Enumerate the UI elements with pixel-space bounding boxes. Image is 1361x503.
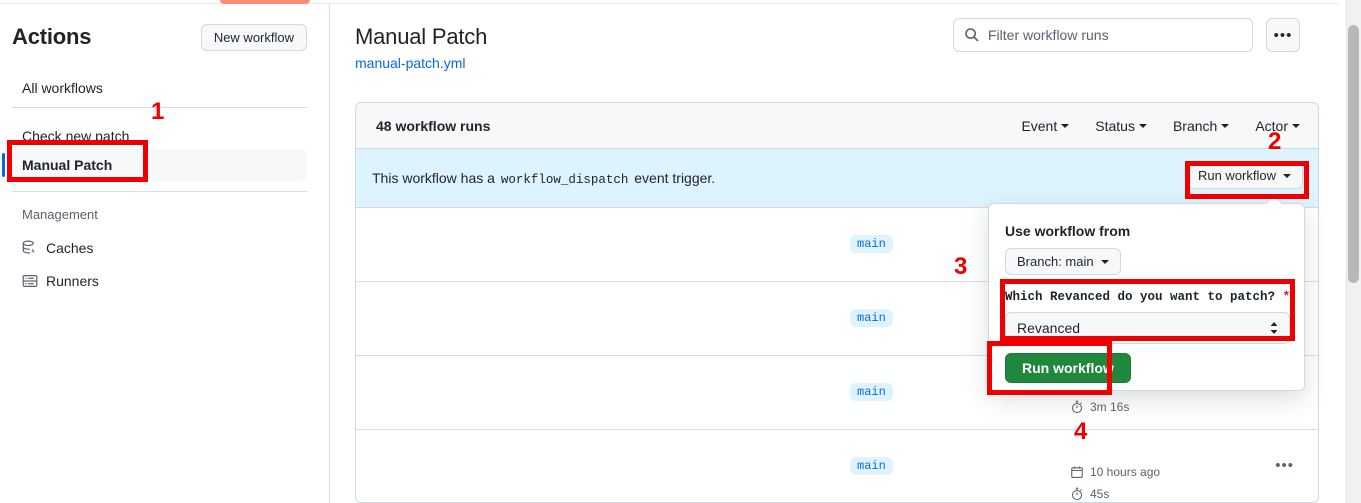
sidebar-item-label: Runners bbox=[46, 273, 99, 289]
required-marker: * bbox=[1282, 290, 1291, 304]
page-title: Manual Patch bbox=[355, 24, 488, 49]
select-arrows-icon bbox=[1269, 321, 1279, 335]
sidebar-header: Actions New workflow bbox=[12, 24, 307, 56]
top-hairline bbox=[0, 3, 1340, 4]
workflow-runs-header: 48 workflow runs Event Status Branch bbox=[356, 103, 1318, 149]
sidebar-item-label: Manual Patch bbox=[22, 157, 113, 173]
search-icon bbox=[964, 27, 980, 43]
sidebar-item-caches[interactable]: Caches bbox=[12, 232, 307, 264]
dispatch-text-before: This workflow has a bbox=[372, 169, 495, 186]
sidebar-item-manual-patch[interactable]: Manual Patch bbox=[2, 149, 307, 181]
workflow-file-link[interactable]: manual-patch.yml bbox=[355, 55, 466, 71]
page-scrollbar-thumb[interactable] bbox=[1348, 25, 1359, 283]
new-workflow-button[interactable]: New workflow bbox=[200, 24, 307, 51]
sidebar-item-runners[interactable]: Runners bbox=[12, 265, 307, 297]
row-duration: 3m 16s bbox=[1070, 396, 1230, 418]
filter-status[interactable]: Status bbox=[1095, 118, 1147, 134]
sidebar-section-management: Management bbox=[22, 207, 98, 222]
row-meta: 3m 16s bbox=[1070, 396, 1230, 418]
submit-run-workflow-button[interactable]: Run workflow bbox=[1005, 353, 1131, 383]
row-duration-label: 3m 16s bbox=[1090, 400, 1130, 414]
branch-badge[interactable]: main bbox=[850, 235, 893, 253]
row-duration: 45s bbox=[1070, 483, 1230, 502]
row-timestamp: 10 hours ago bbox=[1070, 461, 1230, 483]
sidebar: Actions New workflow All workflows Check… bbox=[0, 4, 330, 503]
revanced-select[interactable]: Revanced bbox=[1005, 312, 1290, 344]
chevron-down-icon bbox=[1292, 123, 1300, 128]
row-more-options-button[interactable]: ••• bbox=[1275, 457, 1294, 474]
revanced-select-value: Revanced bbox=[1017, 320, 1081, 336]
row-timestamp-label: 10 hours ago bbox=[1090, 465, 1161, 479]
active-tab-underline-icon bbox=[220, 0, 310, 4]
chevron-down-icon bbox=[1100, 259, 1109, 264]
chevron-down-icon bbox=[1283, 173, 1291, 178]
branch-badge[interactable]: main bbox=[850, 383, 893, 401]
filter-branch[interactable]: Branch bbox=[1172, 117, 1230, 134]
filter-group: Event Status Branch Actor bbox=[1021, 118, 1300, 134]
dispatch-text-after: event trigger. bbox=[634, 169, 716, 186]
sidebar-item-all-workflows[interactable]: All workflows bbox=[12, 72, 307, 104]
dropdown-caret-icon bbox=[1263, 194, 1283, 204]
more-options-button[interactable]: ••• bbox=[1266, 18, 1300, 52]
sidebar-divider bbox=[12, 107, 307, 108]
sidebar-divider bbox=[12, 191, 307, 192]
table-row[interactable]: main 10 hours ago 45s •• bbox=[356, 430, 1318, 502]
filter-status-label: Status bbox=[1095, 117, 1135, 134]
sidebar-item-label: All workflows bbox=[22, 80, 103, 96]
stopwatch-icon bbox=[1070, 487, 1084, 501]
table-row[interactable]: main bbox=[356, 282, 1318, 356]
page-scrollbar-track[interactable] bbox=[1346, 0, 1361, 503]
chevron-down-icon bbox=[1138, 123, 1147, 128]
sidebar-title: Actions bbox=[12, 24, 92, 49]
cache-icon bbox=[22, 240, 38, 256]
input-field-label: Which Revanced do you want to patch? * bbox=[1005, 290, 1290, 304]
filter-actor-label: Actor bbox=[1255, 117, 1288, 134]
branch-badge[interactable]: main bbox=[850, 457, 893, 475]
stopwatch-icon bbox=[1070, 400, 1084, 414]
table-row[interactable]: main bbox=[356, 208, 1318, 282]
sidebar-item-label: Check new patch bbox=[22, 128, 130, 144]
search-box[interactable] bbox=[953, 18, 1253, 52]
search-input[interactable] bbox=[988, 27, 1242, 43]
input-field-label-text: Which Revanced do you want to patch? bbox=[1005, 290, 1276, 304]
workflow-dispatch-banner: This workflow has a workflow_dispatch ev… bbox=[356, 149, 1318, 208]
branch-badge[interactable]: main bbox=[850, 309, 893, 327]
row-meta: 10 hours ago 45s bbox=[1070, 461, 1230, 502]
branch-select-button[interactable]: Branch: main bbox=[1005, 248, 1121, 275]
workflow-runs-count: 48 workflow runs bbox=[376, 117, 491, 134]
runners-icon bbox=[22, 273, 38, 289]
dispatch-banner-text: This workflow has a workflow_dispatch ev… bbox=[372, 170, 715, 187]
use-workflow-from-label: Use workflow from bbox=[1005, 223, 1131, 239]
dispatch-event-code: workflow_dispatch bbox=[500, 172, 629, 187]
calendar-icon bbox=[1070, 465, 1084, 479]
branch-select-label: Branch: main bbox=[1017, 254, 1094, 269]
sidebar-item-label: Caches bbox=[46, 240, 94, 256]
filter-event-label: Event bbox=[1021, 117, 1058, 134]
run-workflow-dropdown-label: Run workflow bbox=[1197, 168, 1276, 183]
filter-branch-label: Branch bbox=[1172, 117, 1218, 134]
run-workflow-panel: Use workflow from Branch: main Which Rev… bbox=[988, 203, 1305, 391]
table-row[interactable]: main 3m 16s bbox=[356, 356, 1318, 430]
chevron-down-icon bbox=[1221, 123, 1230, 128]
active-indicator-bar-icon bbox=[2, 153, 5, 177]
row-duration-label: 45s bbox=[1090, 487, 1110, 501]
sidebar-item-check-new-patch[interactable]: Check new patch bbox=[12, 120, 307, 152]
run-workflow-dropdown-button[interactable]: Run workflow bbox=[1185, 162, 1303, 189]
chevron-down-icon bbox=[1061, 123, 1070, 128]
filter-event[interactable]: Event bbox=[1021, 117, 1070, 134]
filter-actor[interactable]: Actor bbox=[1255, 118, 1300, 134]
